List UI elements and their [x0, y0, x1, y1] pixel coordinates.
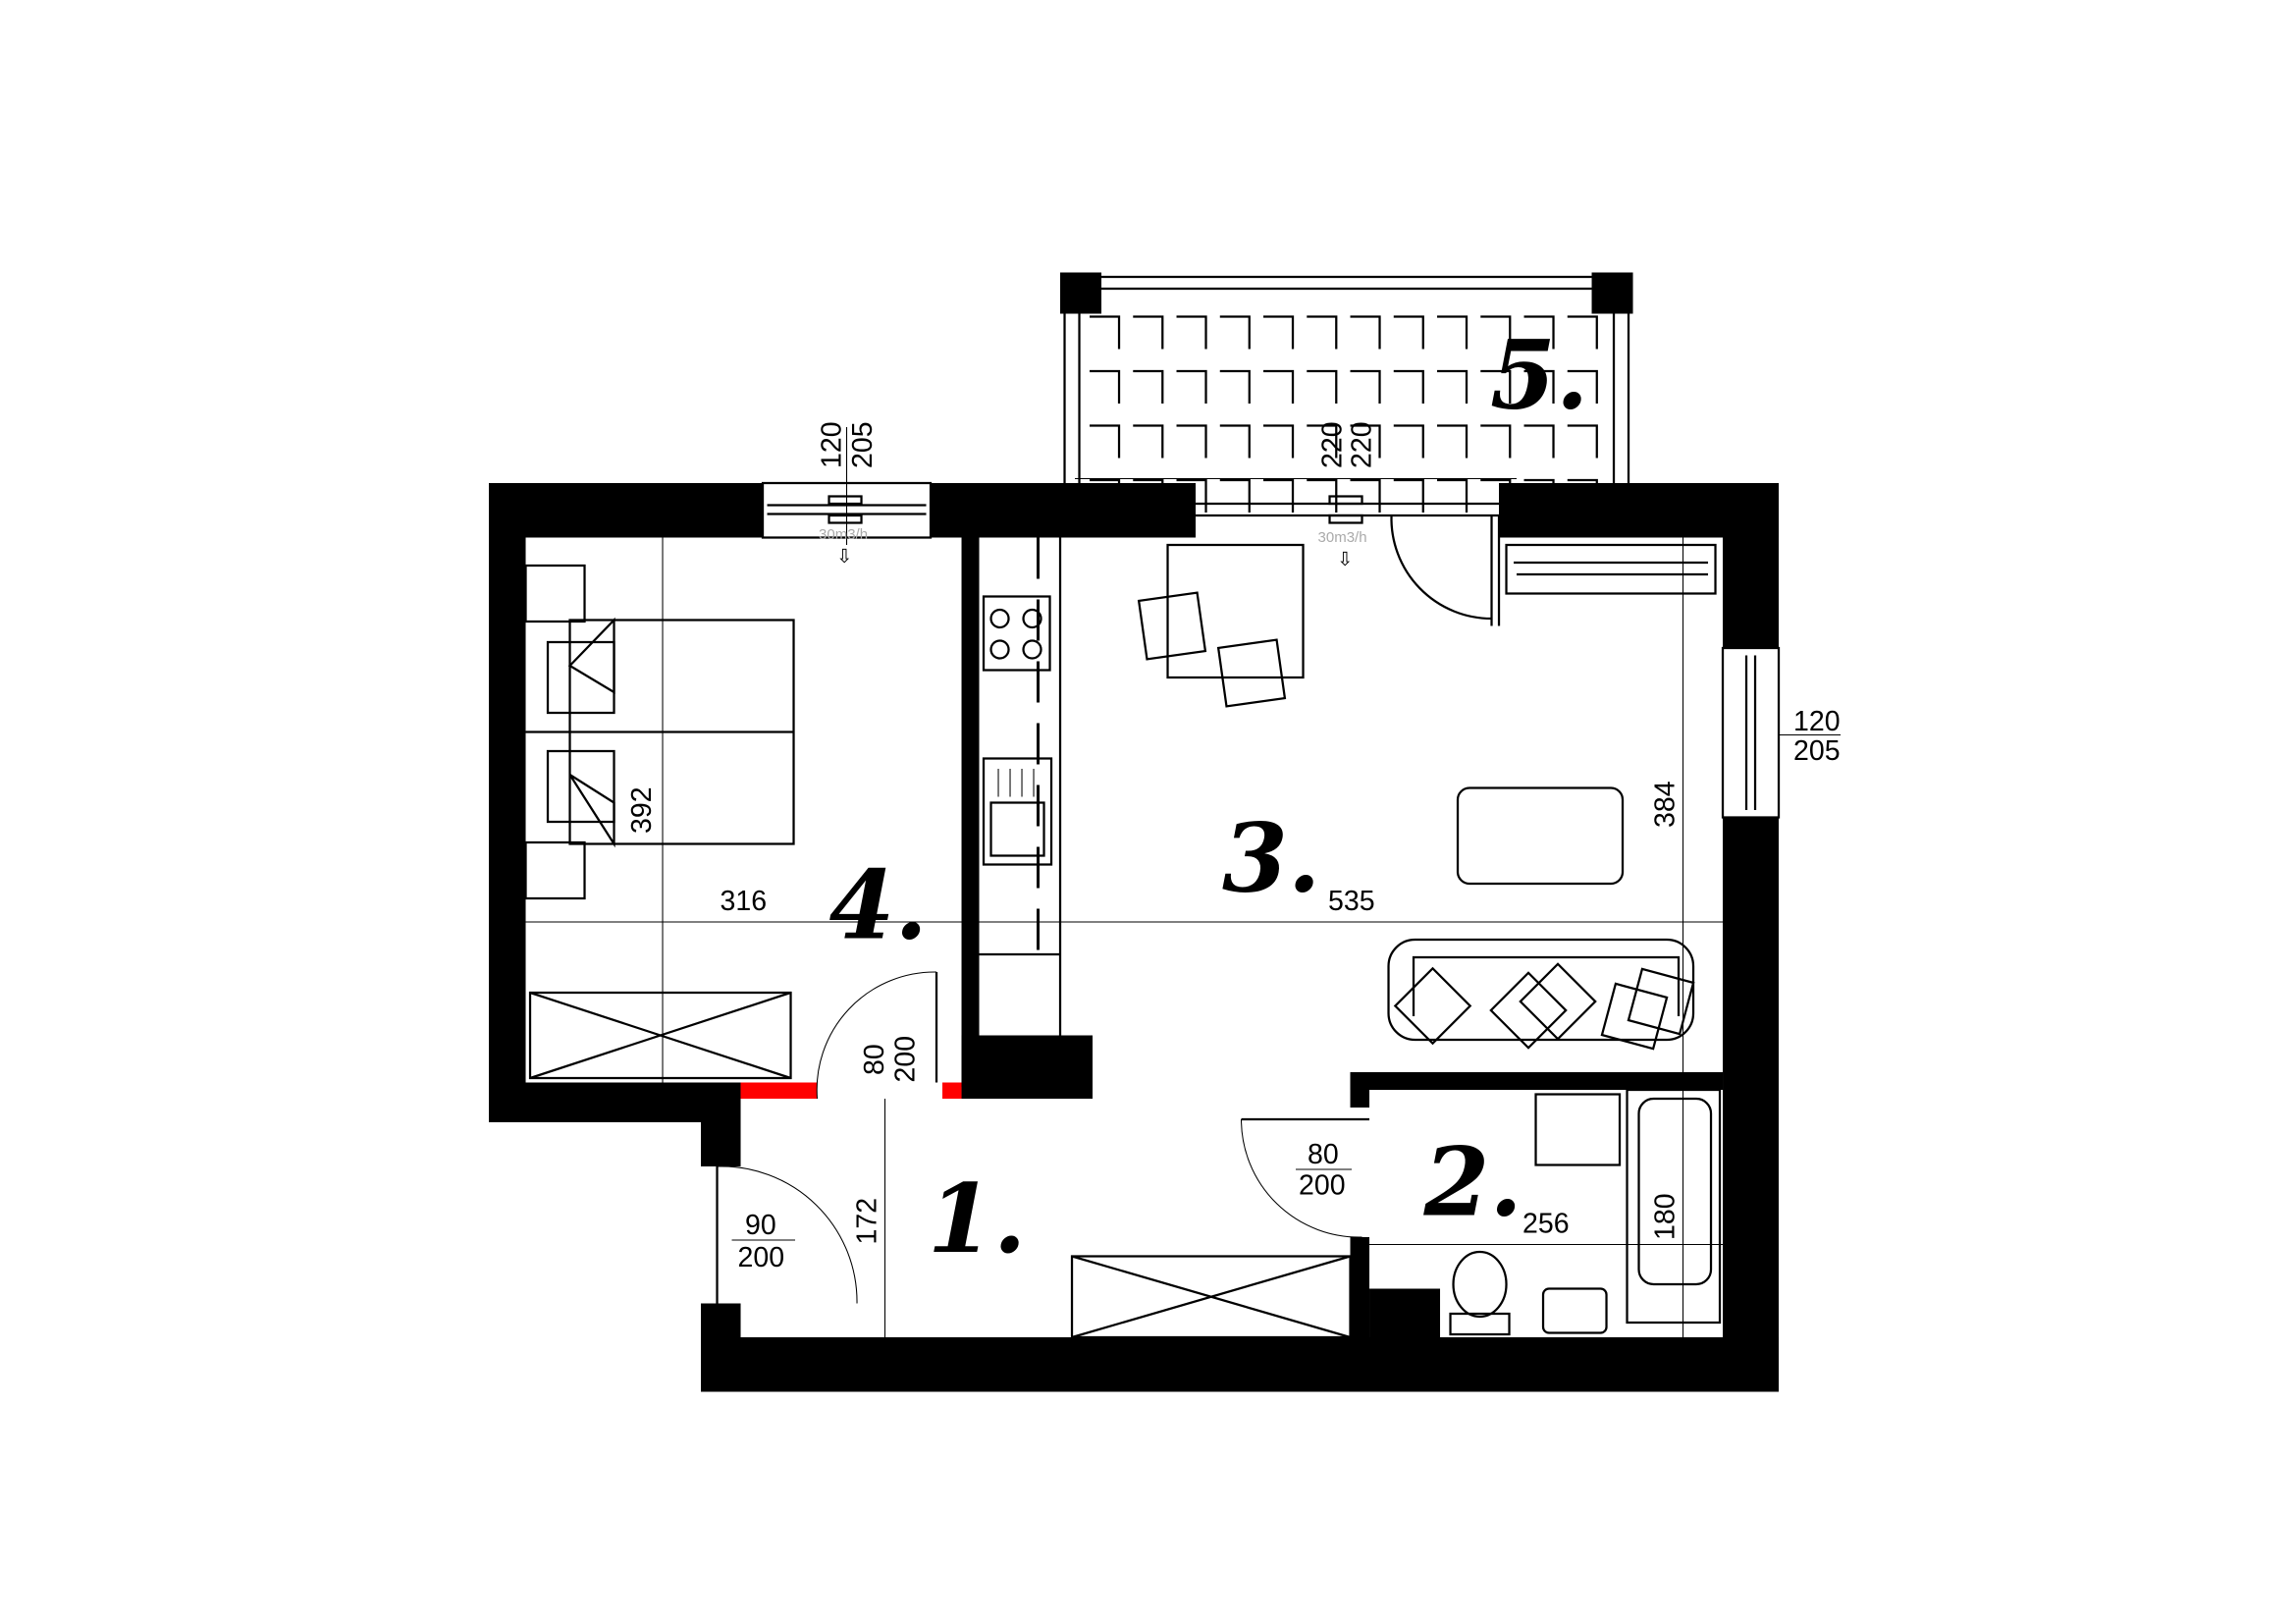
room-label-4: 4.: [829, 850, 928, 961]
dim-bedroom-width: 316: [721, 886, 768, 917]
door-bathroom: [1240, 1117, 1370, 1238]
vent-arrow-icon: ⇩: [1337, 548, 1353, 570]
balcony-tile: [1176, 424, 1207, 459]
balcony-door-width: 220: [1317, 421, 1349, 468]
dim-bath-length: 180: [1650, 1193, 1682, 1240]
balcony-tile: [1437, 424, 1468, 459]
sofa: [1387, 938, 1695, 1051]
window-bedroom-width: 120: [817, 421, 848, 468]
balcony-tile: [1393, 478, 1424, 513]
balcony-tile: [1307, 315, 1338, 350]
door-entrance-width: 90: [745, 1210, 776, 1241]
room-label-2: 2.: [1423, 1127, 1522, 1238]
window-bedroom-height: 205: [847, 421, 879, 468]
room-label-3: 3.: [1222, 803, 1320, 914]
balcony-tile: [1437, 369, 1468, 404]
window-living: [1721, 646, 1781, 819]
balcony-tile: [1307, 478, 1338, 513]
balcony: [1060, 272, 1633, 513]
kitchen-counter: [979, 537, 1062, 1036]
balcony-tile: [1437, 315, 1468, 350]
balcony-tile: [1176, 315, 1207, 350]
window-bedroom: [761, 427, 933, 545]
coffee-table: [1456, 786, 1625, 886]
door-bathroom-height: 200: [1299, 1170, 1346, 1202]
balcony-tile: [1263, 478, 1295, 513]
balcony-tile: [1393, 315, 1424, 350]
balcony-tile: [1350, 315, 1381, 350]
dim-hall-length: 172: [852, 1198, 883, 1245]
wardrobe-bedroom: [528, 991, 792, 1080]
balcony-tile: [1307, 369, 1338, 404]
balcony-tile: [1480, 369, 1512, 404]
balcony-door-height: 220: [1347, 421, 1378, 468]
balcony-tile: [1263, 315, 1295, 350]
balcony-tile: [1523, 315, 1555, 350]
door-bathroom-width: 80: [1308, 1139, 1339, 1170]
door-bedroom-width: 80: [859, 1044, 890, 1075]
balcony-tile: [1090, 424, 1121, 459]
room-label-1: 1.: [928, 1163, 1026, 1274]
vent-living: 30m3/h: [1318, 529, 1367, 546]
balcony-tile: [1393, 369, 1424, 404]
room-label-5: 5.: [1490, 320, 1588, 431]
balcony-tile: [1176, 478, 1207, 513]
wardrobe-hall: [1070, 1255, 1352, 1339]
dining-table: [1137, 543, 1305, 708]
window-living-height: 205: [1793, 735, 1841, 767]
balcony-tile: [1523, 369, 1555, 404]
balcony-tile: [1090, 315, 1121, 350]
vent-bedroom: 30m3/h: [819, 526, 868, 543]
balcony-tile: [1219, 424, 1251, 459]
balcony-tile: [1567, 369, 1598, 404]
bed: [524, 564, 795, 900]
balcony-tile: [1523, 424, 1555, 459]
tv-cabinet: [1505, 543, 1717, 595]
balcony-tile: [1567, 315, 1598, 350]
balcony-tile: [1176, 369, 1207, 404]
balcony-tile: [1219, 478, 1251, 513]
vent-arrow-icon: ⇩: [836, 545, 852, 568]
balcony-tile: [1263, 424, 1295, 459]
balcony-tile: [1393, 424, 1424, 459]
walls: [489, 483, 1780, 1392]
bathroom-fixtures: [1449, 1088, 1722, 1336]
demolition-wall: [740, 1082, 818, 1099]
dim-living-width: 535: [1328, 886, 1375, 917]
balcony-tile: [1219, 369, 1251, 404]
dim-bath-width: 256: [1522, 1209, 1570, 1240]
balcony-tile: [1350, 369, 1381, 404]
balcony-tile: [1263, 369, 1295, 404]
balcony-tile: [1133, 424, 1164, 459]
dim-living-length: 384: [1650, 781, 1682, 828]
balcony-tile: [1133, 369, 1164, 404]
balcony-tile: [1090, 369, 1121, 404]
balcony-tile: [1480, 424, 1512, 459]
balcony-tile: [1307, 424, 1338, 459]
balcony-tile: [1133, 315, 1164, 350]
dim-bedroom-length: 392: [626, 786, 658, 834]
balcony-tile: [1350, 478, 1381, 513]
balcony-tile: [1219, 315, 1251, 350]
door-bedroom: [816, 971, 938, 1100]
balcony-tile: [1350, 424, 1381, 459]
balcony-tile: [1480, 315, 1512, 350]
door-entrance: [716, 1165, 858, 1304]
window-living-width: 120: [1793, 706, 1841, 737]
demolition-wall: [942, 1082, 962, 1099]
door-entrance-height: 200: [738, 1242, 785, 1273]
balcony-door: [1196, 495, 1501, 626]
balcony-tile: [1437, 478, 1468, 513]
balcony-tile: [1567, 424, 1598, 459]
door-bedroom-height: 200: [890, 1036, 922, 1083]
